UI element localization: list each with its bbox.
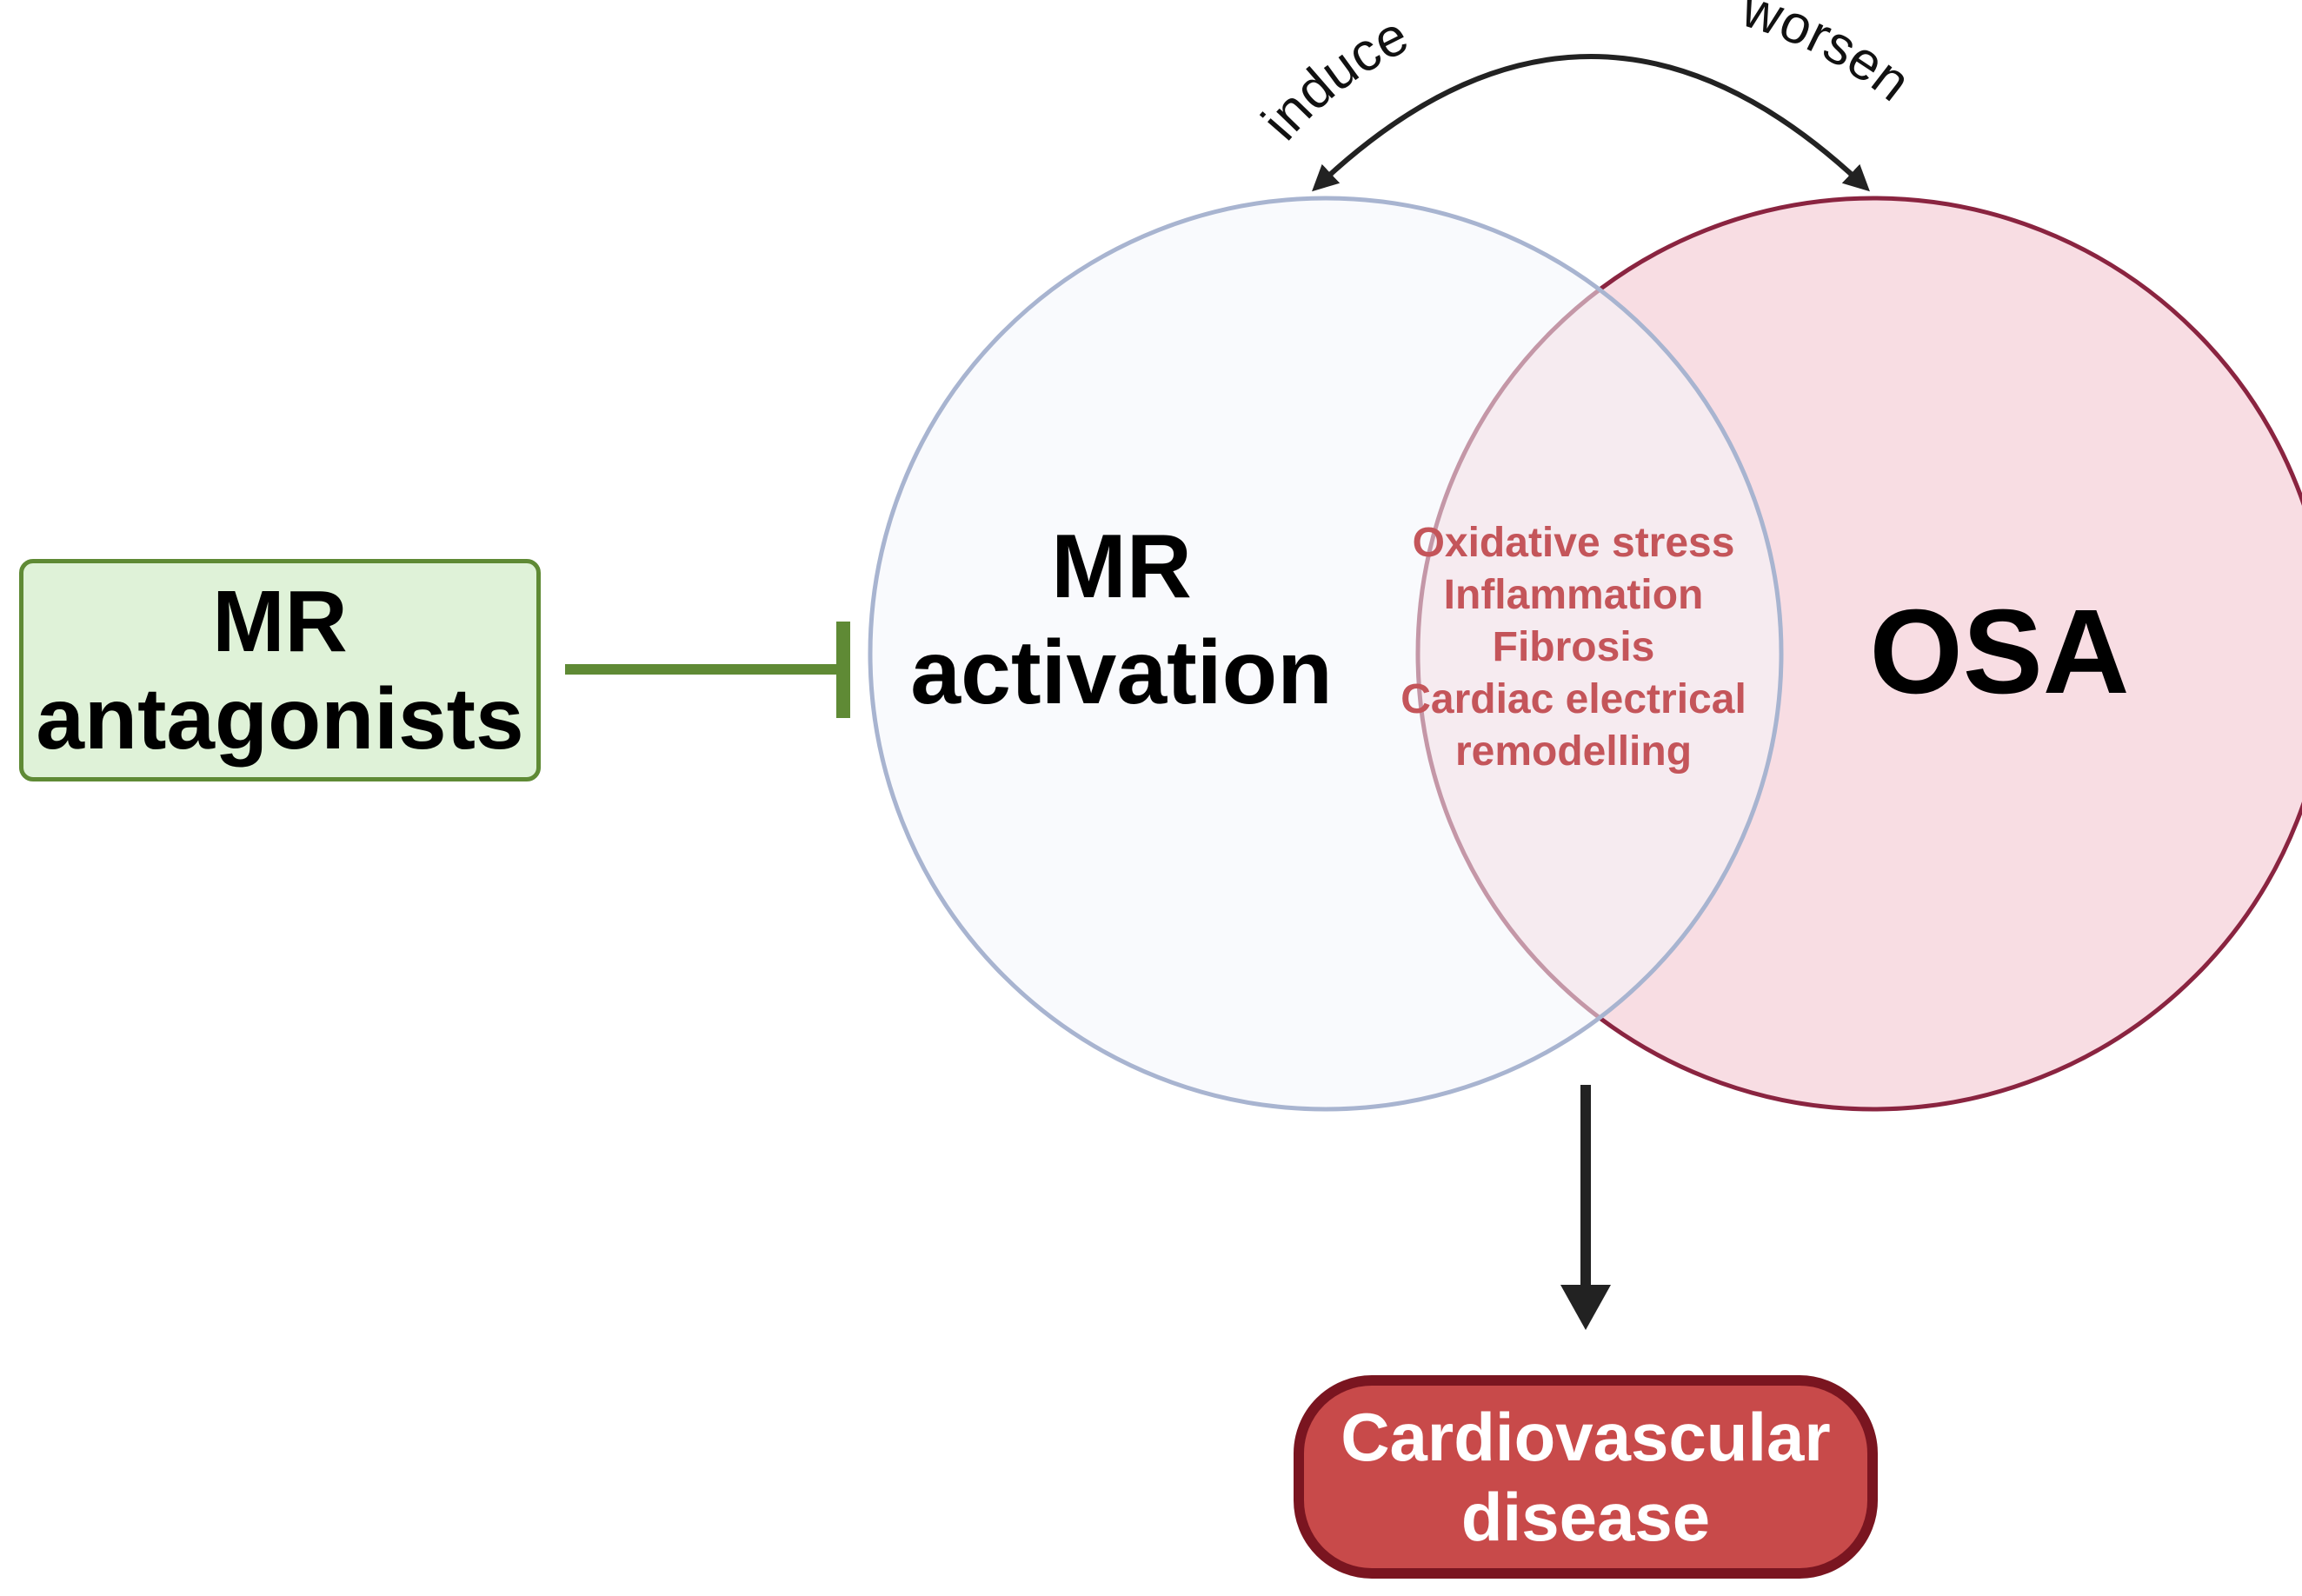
mechanism-inflammation: Inflammation [1443,572,1704,618]
mechanism-remodelling: remodelling [1454,728,1693,775]
induce-worsen-arrow [1312,54,1870,192]
mr-antagonists-line-2: antagonists [36,670,524,768]
shared-mechanisms-list: Oxidative stress Inflammation Fibrosis C… [1365,513,1782,782]
mr-activation-label: MR activation [904,511,1339,728]
mechanism-cardiac-electrical: Cardiac electrical [1400,676,1746,722]
worsen-label: worsen [1734,0,1921,113]
cardiovascular-disease-box: Cardiovascular disease [1294,1375,1878,1579]
outcome-arrowhead [1560,1285,1611,1330]
osa-label-text: OSA [1869,585,2130,719]
osa-label: OSA [1834,574,2165,730]
mr-antagonists-box: MR antagonists [19,559,541,781]
mr-antagonists-line-1: MR [212,573,348,670]
mr-activation-circle [868,196,1784,1112]
induce-label: induce [1250,5,1417,151]
mechanism-fibrosis: Fibrosis [1492,624,1655,670]
induce-label-text: induce [1250,5,1417,151]
mr-activation-line-2: activation [910,622,1333,723]
worsen-label-text: worsen [1734,0,1921,113]
cardiovascular-disease-line-2: disease [1460,1479,1711,1555]
mechanism-oxidative-stress: Oxidative stress [1412,520,1735,566]
mr-activation-line-1: MR [1051,516,1192,617]
cardiovascular-disease-line-1: Cardiovascular [1341,1399,1831,1475]
